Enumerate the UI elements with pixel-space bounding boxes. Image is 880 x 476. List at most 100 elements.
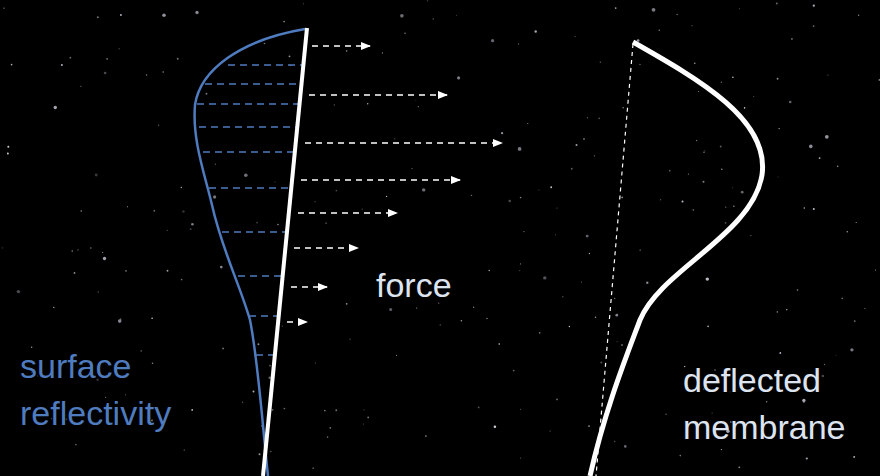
star <box>576 144 578 146</box>
star <box>721 82 722 83</box>
star <box>335 190 337 192</box>
star <box>363 423 364 424</box>
star <box>706 277 709 280</box>
star <box>518 43 519 44</box>
star <box>696 140 697 141</box>
star <box>615 314 618 317</box>
star <box>725 222 727 224</box>
star <box>732 187 733 188</box>
star <box>486 318 487 319</box>
star <box>329 427 331 429</box>
star <box>220 266 223 269</box>
star <box>182 210 185 213</box>
star <box>264 43 266 45</box>
star <box>152 362 154 364</box>
star <box>433 18 434 19</box>
star <box>303 3 304 4</box>
star <box>167 270 169 272</box>
star <box>488 270 490 272</box>
star <box>586 235 589 238</box>
star <box>54 106 57 109</box>
star <box>102 252 103 253</box>
star <box>658 30 660 32</box>
star <box>520 197 522 199</box>
star <box>587 117 588 118</box>
star <box>162 71 163 72</box>
star <box>386 196 387 197</box>
star <box>682 200 684 202</box>
star <box>418 106 419 107</box>
star <box>498 343 500 345</box>
star <box>457 76 460 79</box>
star <box>346 50 347 51</box>
star <box>581 281 582 282</box>
star <box>750 235 751 236</box>
star <box>600 361 602 363</box>
star <box>539 332 541 334</box>
star <box>491 39 494 42</box>
star <box>621 344 622 345</box>
undeflected-reference <box>596 44 633 476</box>
star <box>158 125 159 126</box>
star <box>334 104 335 105</box>
star <box>738 466 740 468</box>
star <box>778 128 779 129</box>
star <box>803 402 804 403</box>
star <box>777 78 779 80</box>
star <box>600 61 601 62</box>
star <box>791 38 793 40</box>
star <box>598 117 600 119</box>
star <box>621 196 623 198</box>
star <box>272 409 274 411</box>
star <box>698 91 699 92</box>
star <box>733 206 734 207</box>
star <box>181 187 182 188</box>
star <box>125 270 127 272</box>
star <box>270 451 272 453</box>
star <box>141 350 142 351</box>
star <box>520 263 521 264</box>
star <box>704 150 705 151</box>
star <box>569 326 570 327</box>
star <box>804 207 806 209</box>
star <box>2 247 3 248</box>
star <box>615 7 617 9</box>
star <box>789 101 792 104</box>
star <box>106 58 108 60</box>
membrane <box>263 28 307 476</box>
star <box>720 146 722 148</box>
star <box>181 279 183 281</box>
star <box>382 52 383 53</box>
star <box>90 247 92 249</box>
star <box>167 230 168 231</box>
star <box>501 132 503 134</box>
star <box>7 146 9 148</box>
star <box>538 190 539 191</box>
star <box>864 308 865 309</box>
star <box>741 191 744 194</box>
force-arrows <box>287 46 502 322</box>
star <box>562 296 563 297</box>
star <box>151 318 152 319</box>
star <box>827 74 828 75</box>
star <box>416 307 417 308</box>
star <box>427 0 428 1</box>
star <box>3 8 4 9</box>
star <box>253 390 255 392</box>
star <box>875 269 876 270</box>
star <box>256 222 258 224</box>
star <box>72 250 73 251</box>
star <box>523 231 524 232</box>
star <box>637 39 640 42</box>
star <box>400 14 404 18</box>
star <box>77 249 78 250</box>
star <box>850 348 853 351</box>
star <box>461 320 462 321</box>
star <box>744 107 746 109</box>
star <box>819 157 821 159</box>
star <box>639 64 640 65</box>
star <box>679 455 681 457</box>
star <box>282 325 283 326</box>
star <box>346 303 348 305</box>
star <box>315 362 316 363</box>
